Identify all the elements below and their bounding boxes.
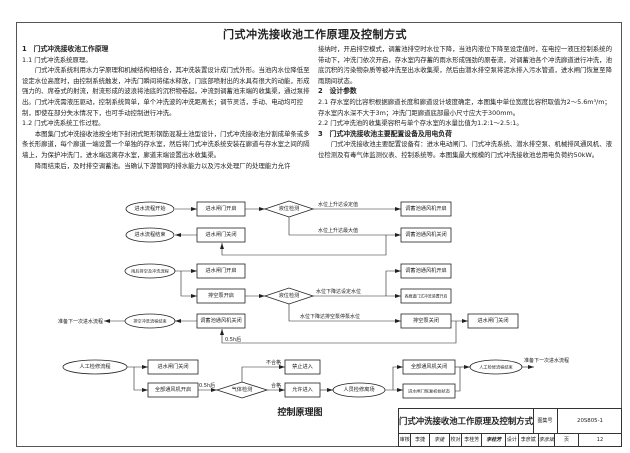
condition-fail: 不合格 <box>266 359 281 366</box>
node-label: 液位检测 <box>279 204 300 212</box>
box-no-entry: 禁止进入 <box>284 359 321 375</box>
reviewer-signature: 李捷 <box>430 433 450 447</box>
diagram-caption: 控制原理图 <box>277 408 323 418</box>
node-label: 进水流程开始 <box>134 204 166 212</box>
box-fan-open-2: 调蓄池通风机开启 <box>400 263 452 279</box>
node-label: 进水闸门恢复初始状态 <box>408 388 450 395</box>
box-pump-open: 排空泵开启 <box>196 288 246 304</box>
section-2-1: 2.1 存水室的比容积根据廊道长度和廊道设计坡度确定，本图集中单位宽度比容积取值… <box>318 97 611 117</box>
terminal-manual-start: 人工检修流程 <box>62 359 128 375</box>
section-3-body: 门式冲洗接收池主要配置设备有：进水电动闸门、门式冲洗系统、潜水排空泵、机械排风通… <box>318 140 612 159</box>
terminal-inflow-end: 进水流程结束 <box>125 227 175 243</box>
condition-pass: 合格 <box>271 382 281 389</box>
node-label: 进水闸门关闭 <box>477 316 508 324</box>
box-allow-entry: 允许进入 <box>284 382 321 398</box>
text-column-right: 接纳时，开启排空模式，调蓄池排空时水位下降，当池内液位下降至设定值时，在电控一液… <box>318 44 612 161</box>
node-label: 排空泵开启 <box>208 291 234 299</box>
condition-fall-pump-stop: 水位下降达排空泵停泵水位 <box>300 313 360 320</box>
box-gate-close-1: 进水闸门关闭 <box>196 227 246 243</box>
box-fans-close: 全部通风机关闭 <box>402 359 456 375</box>
section-2-heading: 2 设计参数 <box>318 87 357 96</box>
section-1-1-body: 门式冲洗系统利用水力学原理和机械结构相结合，其冲洗装置设计成门式外形。当池内水位… <box>22 66 310 117</box>
delay-label-2: 0.5h后 <box>199 382 215 389</box>
title-block-title: 门式冲洗接收池工作原理及控制方式 <box>399 409 534 433</box>
node-label: 进水流程结束 <box>134 230 165 238</box>
checker-signature: 李桂芳 <box>482 433 507 447</box>
box-gate-close-3: 进水闸门关闭 <box>147 359 199 375</box>
node-label: 禁止进入 <box>292 362 313 370</box>
box-gate-reset: 进水闸门恢复初始状态 <box>402 383 456 399</box>
terminal-inflow-start: 进水流程开始 <box>125 201 175 217</box>
node-label: 允许进入 <box>292 385 313 393</box>
condition-fall-setpoint: 水位下降达设定水位 <box>316 288 361 295</box>
page-title: 门式冲洗接收池工作原理及控制方式 <box>223 28 407 41</box>
drawing-frame <box>16 22 622 447</box>
box-fan-open-1: 调蓄池通风机开启 <box>400 201 452 217</box>
atlas-no: 20S805-1 <box>577 418 603 424</box>
node-label: 调蓄池通风机开启 <box>405 266 447 274</box>
section-1-heading: 1 门式冲洗接收池工作原理 <box>22 45 109 53</box>
section-3-heading: 3 门式冲洗接收池主要配置设备及用电负荷 <box>318 129 452 138</box>
node-label: 人员检修离场 <box>343 385 374 393</box>
decision-level-check-2: 液位检测 <box>263 287 315 305</box>
node-label: 液位检测 <box>279 291 300 299</box>
node-label: 全部通风机开启 <box>155 385 191 393</box>
terminal-flush-start: 雨后排空及冲洗流程 <box>124 263 176 279</box>
node-label: 人工检修流程结束 <box>479 364 513 371</box>
node-label: 人工检修流程 <box>79 362 110 370</box>
terminal-flush-end: 排空冲洗流程结束 <box>124 313 176 329</box>
node-label: 调蓄池通风机关闭 <box>200 316 242 324</box>
node-label: 进水闸门关闭 <box>205 230 236 238</box>
node-label: 调蓄池通风机关闭 <box>405 230 447 238</box>
section-1-2-body: 本图集门式冲洗接收池按全地下封闭式矩形钢筋混凝土池型设计，门式冲洗接收池分割成单… <box>22 129 310 159</box>
text-column-left: 1 门式冲洗接收池工作原理 1.1 门式冲洗系统原理。 门式冲洗系统利用水力学原… <box>22 44 314 171</box>
page-number: 12 <box>596 437 604 443</box>
reviewer-name: 李捷 <box>411 433 430 447</box>
decision-level-check-1: 液位检测 <box>263 200 315 218</box>
decision-gas-check: 气体检测 <box>215 381 269 399</box>
connector-lines <box>104 207 534 392</box>
designer-signature: 李彦斌 <box>539 433 556 447</box>
box-flush-devices-open: 各廊道门式冲洗装置开启 <box>400 288 452 304</box>
node-label: 各廊道门式冲洗装置开启 <box>405 294 448 299</box>
section-1-1-heading: 1.1 门式冲洗系统原理。 <box>22 55 92 64</box>
page-label: 页 <box>555 433 579 447</box>
node-label: 进水闸门开启 <box>205 266 236 274</box>
next-inflow-note-2: 准备下一次进水流程 <box>524 357 569 364</box>
check-label: 校对 <box>450 433 463 447</box>
section-1-2-heading: 1.2 门式冲洗系统工作过程。 <box>22 119 105 128</box>
node-label: 排空冲洗流程结束 <box>133 318 167 325</box>
condition-rise-max: 水位上升达最大值 <box>318 227 358 234</box>
node-label: 雨后排空及冲洗流程 <box>131 268 170 275</box>
node-label: 排空泵关闭 <box>413 316 439 324</box>
title-block: 门式冲洗接收池工作原理及控制方式 图集号 20S805-1 审核 李捷 李捷 校… <box>398 408 622 447</box>
terminal-staff-leave: 人员检修离场 <box>332 382 386 398</box>
next-inflow-note-1: 准备下一次进水流程 <box>58 318 103 325</box>
section-2-2: 2.2 门式冲洗池的收集渠容积与单个存水室的水量比值为1.2:1～2.5:1。 <box>318 119 523 128</box>
node-label: 进水闸门开启 <box>205 204 236 212</box>
box-fan-close-1: 调蓄池通风机关闭 <box>400 227 452 243</box>
box-fans-open: 全部通风机开启 <box>147 382 199 398</box>
design-label: 设计 <box>506 433 519 447</box>
box-fan-close-2: 调蓄池通风机关闭 <box>196 313 246 329</box>
checker-name: 李桂芳 <box>462 433 483 447</box>
condition-rise-setpoint: 水位上升达设定值 <box>318 201 358 208</box>
section-1-2-body-tail: 接纳时，开启排空模式，调蓄池排空时水位下降，当池内液位下降至设定值时，在电控一液… <box>318 45 612 85</box>
node-label: 调蓄池通风机开启 <box>405 204 447 212</box>
atlas-no-label: 图集号 <box>533 409 558 433</box>
terminal-manual-end: 人工检修流程结束 <box>469 359 523 375</box>
review-label: 审核 <box>399 433 412 447</box>
box-gate-open-1: 进水闸门开启 <box>196 201 246 217</box>
box-pump-close: 排空泵关闭 <box>400 313 452 329</box>
node-label: 进水闸门关闭 <box>157 362 188 370</box>
delay-label-1: 0.5h后 <box>225 336 241 343</box>
node-label: 全部通风机关闭 <box>411 362 447 370</box>
box-gate-open-2: 进水闸门开启 <box>196 263 246 279</box>
designer-name: 李彦斌 <box>519 433 539 447</box>
box-gate-close-2: 进水闸门关闭 <box>467 313 519 329</box>
node-label: 气体检测 <box>232 385 253 393</box>
section-1-2-body-cont: 降雨结束后，及时排空调蓄池。当确认下游管网的排水能力以及污水处理厂的处理能力允许 <box>34 161 291 170</box>
